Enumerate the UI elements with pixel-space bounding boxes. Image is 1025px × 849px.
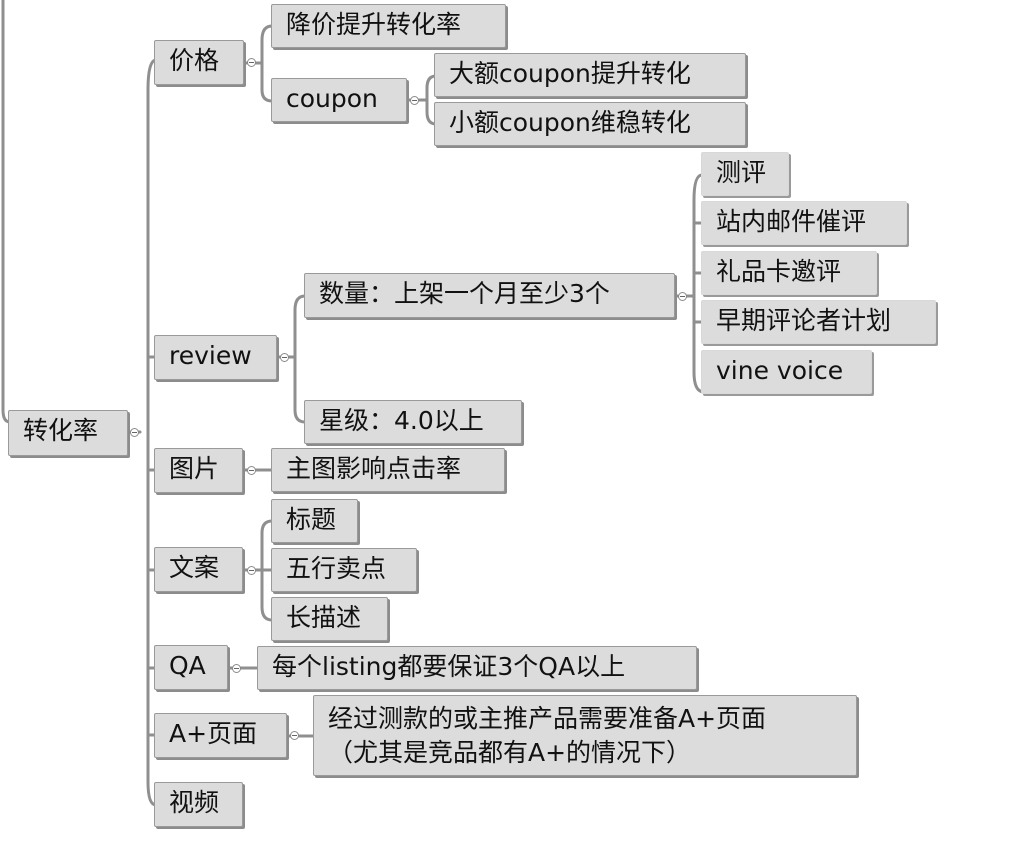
branch-qa[interactable]: QA — [154, 645, 228, 690]
collapse-toggle-aplus[interactable] — [290, 731, 299, 740]
node-description[interactable]: 长描述 — [271, 597, 388, 641]
node-coupon[interactable]: coupon — [271, 78, 407, 122]
collapse-toggle-quantity[interactable] — [678, 292, 687, 301]
node-early-reviewer[interactable]: 早期评论者计划 — [701, 300, 936, 344]
node-title[interactable]: 标题 — [271, 499, 358, 543]
node-testing[interactable]: 测评 — [701, 152, 789, 196]
collapse-toggle-price[interactable] — [247, 58, 256, 67]
collapse-toggle-review[interactable] — [280, 353, 289, 362]
node-main-image[interactable]: 主图影响点击率 — [271, 448, 505, 492]
aplus-rule-line-1: 经过测款的或主推产品需要准备A+页面 — [328, 704, 767, 733]
branch-review[interactable]: review — [154, 335, 277, 380]
collapse-toggle-root[interactable] — [130, 428, 139, 437]
node-discount[interactable]: 降价提升转化率 — [271, 4, 506, 48]
node-bullets[interactable]: 五行卖点 — [271, 548, 417, 592]
node-internal-email[interactable]: 站内邮件催评 — [701, 201, 907, 245]
branch-price[interactable]: 价格 — [154, 40, 244, 85]
aplus-rule-line-2: （尤其是竞品都有A+的情况下） — [328, 738, 692, 767]
collapse-toggle-coupon[interactable] — [410, 96, 419, 105]
collapse-toggle-images[interactable] — [247, 466, 256, 475]
collapse-toggle-copy[interactable] — [247, 566, 256, 575]
node-gift-card[interactable]: 礼品卡邀评 — [701, 251, 877, 295]
collapse-toggle-qa[interactable] — [232, 664, 241, 673]
root-node[interactable]: 转化率 — [8, 410, 128, 456]
branch-copy[interactable]: 文案 — [154, 547, 243, 592]
node-review-rating[interactable]: 星级：4.0以上 — [304, 400, 522, 444]
node-coupon-big[interactable]: 大额coupon提升转化 — [434, 53, 746, 97]
node-review-quantity[interactable]: 数量：上架一个月至少3个 — [304, 273, 675, 318]
node-aplus-rule[interactable]: 经过测款的或主推产品需要准备A+页面 （尤其是竞品都有A+的情况下） — [313, 695, 857, 776]
node-qa-rule[interactable]: 每个listing都要保证3个QA以上 — [257, 646, 697, 690]
branch-images[interactable]: 图片 — [154, 448, 243, 493]
node-vine-voice[interactable]: vine voice — [701, 350, 872, 394]
branch-video[interactable]: 视频 — [154, 782, 243, 827]
node-coupon-small[interactable]: 小额coupon维稳转化 — [434, 102, 746, 146]
branch-aplus[interactable]: A+页面 — [154, 713, 287, 758]
